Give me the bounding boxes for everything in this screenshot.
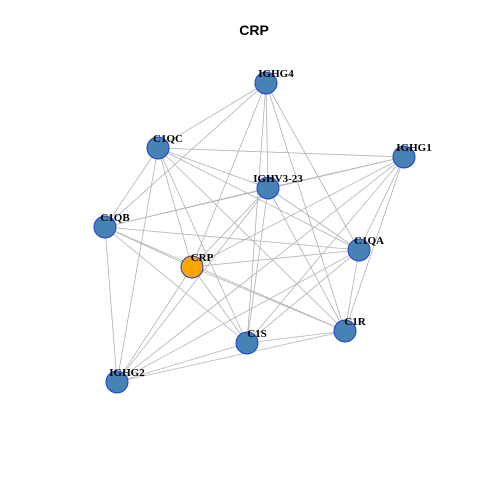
edge-c1qa-ighg2 (116, 249, 360, 383)
node-ighv3-23 (256, 176, 280, 200)
edge-crp-ighg2 (116, 266, 193, 383)
node-label-ighv3-23: IGHV3-23 (253, 173, 303, 185)
edge-c1qa-crp (191, 249, 360, 268)
node-label-c1qb: C1QB (100, 212, 130, 224)
edge-c1qb-c1qa (104, 226, 360, 251)
node-label-crp: CRP (191, 252, 214, 264)
node-layer (93, 71, 416, 394)
node-label-c1r: C1R (344, 316, 366, 328)
edge-ighg4-c1qc (157, 82, 267, 149)
edge-ighg4-c1r (265, 82, 346, 332)
node-label-c1qa: C1QA (354, 235, 384, 247)
edge-c1qc-ighv3-23 (157, 147, 269, 189)
edge-ighg1-ighg2 (116, 156, 405, 383)
edge-c1r-c1s (246, 330, 346, 344)
edge-c1qc-ighg2 (116, 147, 159, 383)
node-c1r (333, 319, 357, 343)
edge-crp-c1s (191, 266, 248, 344)
edge-c1qc-crp (157, 147, 193, 268)
edge-ighv3-23-crp (191, 187, 269, 268)
edge-ighg4-c1qb (104, 82, 267, 228)
node-label-ighg2: IGHG2 (109, 367, 145, 379)
edge-ighv3-23-c1qb (104, 187, 269, 228)
edge-c1qb-ighg2 (104, 226, 118, 383)
node-c1qb (93, 215, 117, 239)
node-c1qc (146, 136, 170, 160)
edge-c1qb-c1r (104, 226, 346, 332)
edge-crp-c1r (191, 266, 346, 332)
edge-c1qc-c1qb (104, 147, 159, 228)
edge-ighg1-c1r (344, 156, 405, 332)
edge-c1r-ighg2 (116, 330, 346, 383)
edge-ighv3-23-c1qa (267, 187, 360, 251)
node-ighg4 (254, 71, 278, 95)
node-label-ighg1: IGHG1 (396, 142, 431, 154)
node-ighg2 (105, 370, 129, 394)
node-c1s (235, 331, 259, 355)
edge-c1qc-c1qa (157, 147, 360, 251)
edge-ighg1-c1s (246, 156, 405, 344)
node-label-c1qc: C1QC (153, 133, 183, 145)
edge-ighg4-ighv3-23 (265, 82, 269, 189)
node-ighg1 (392, 145, 416, 169)
edge-c1qc-ighg1 (157, 147, 405, 158)
edge-c1qa-c1s (246, 249, 360, 344)
edge-ighv3-23-ighg2 (116, 187, 269, 383)
edge-ighg4-c1qa (265, 82, 360, 251)
edge-layer (104, 82, 405, 383)
edge-ighg1-crp (191, 156, 405, 268)
edge-c1qb-c1s (104, 226, 248, 344)
edge-c1qa-c1r (344, 249, 360, 332)
edge-ighv3-23-c1r (267, 187, 346, 332)
plot-title: CRP (239, 22, 269, 38)
node-label-ighg4: IGHG4 (258, 68, 294, 80)
edge-c1qc-c1s (157, 147, 248, 344)
node-c1qa (347, 238, 371, 262)
edge-ighv3-23-c1s (246, 187, 269, 344)
edge-ighg1-c1qa (358, 156, 405, 251)
node-label-c1s: C1S (247, 328, 267, 340)
edge-ighg4-c1s (246, 82, 267, 344)
node-crp (180, 255, 204, 279)
edge-c1s-ighg2 (116, 342, 248, 383)
edge-c1qc-c1r (157, 147, 346, 332)
